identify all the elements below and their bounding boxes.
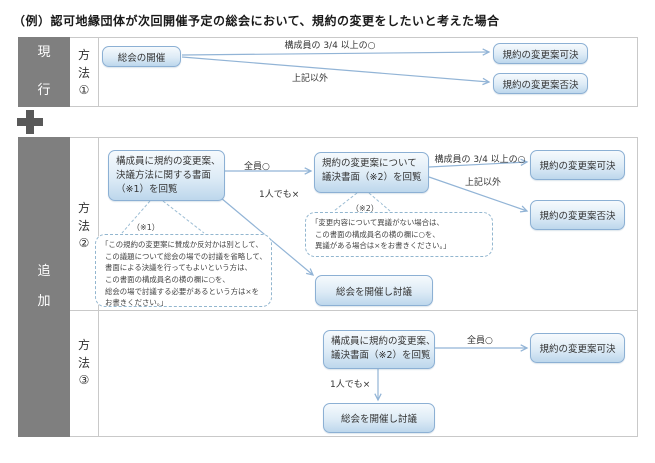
- method-2-label: 方法 ②: [70, 194, 98, 256]
- m2-discuss-box: 総会を開催し討議: [315, 275, 433, 306]
- added-row-label: 追加: [18, 137, 70, 437]
- current-row-label-text: 現行: [37, 45, 51, 98]
- current-row-divider: [98, 37, 99, 107]
- method-2-3-divider: [70, 310, 638, 311]
- method-3-number: ③: [78, 372, 90, 387]
- m2-reject-box: 規約の変更案否決: [530, 200, 625, 230]
- m2-note2-tag: （※2）: [349, 203, 381, 214]
- method-1-label-text: 方法: [77, 47, 90, 80]
- m2-condition-one-no: 1人でも×: [259, 190, 300, 200]
- m2-note2-callout: 「変更内容について異議がない場合は、 この書面の構成員名の横の欄に○を、 異議が…: [305, 212, 493, 257]
- m3-condition-all-ok: 全員○: [467, 336, 493, 346]
- m3-approve-box: 規約の変更案可決: [530, 333, 625, 363]
- method-3-label: 方法 ③: [70, 331, 98, 393]
- m1-condition-approve: 構成員の 3/4 以上の○: [284, 41, 376, 51]
- method-1-label: 方法 ①: [70, 44, 98, 100]
- m1-start-box: 総会の開催: [102, 46, 181, 67]
- method-2-number: ②: [78, 235, 90, 250]
- method-2-label-text: 方法: [77, 200, 90, 233]
- m1-approve-box: 規約の変更案可決: [493, 43, 588, 64]
- m1-condition-reject: 上記以外: [291, 74, 328, 84]
- current-row-label: 現行: [18, 37, 70, 107]
- m2-note1-tag: （※1）: [130, 222, 162, 233]
- m2-approve-box: 規約の変更案可決: [530, 150, 625, 180]
- m2-start-box: 構成員に規約の変更案、 決議方法に関する書面 （※1）を回覧: [108, 150, 225, 201]
- m2-condition-approve: 構成員の 3/4 以上の○: [434, 155, 526, 165]
- m3-discuss-box: 総会を開催し討議: [323, 403, 435, 433]
- method-3-label-text: 方法: [77, 337, 90, 370]
- method-1-number: ①: [78, 82, 90, 97]
- plus-icon: [17, 110, 43, 134]
- m2-review-box: 規約の変更案について 議決書面（※2）を回覧: [314, 152, 429, 193]
- m2-condition-all-ok: 全員○: [244, 162, 270, 172]
- added-row-label-text: 追加: [37, 264, 51, 309]
- m3-condition-one-no: 1人でも×: [330, 380, 371, 390]
- m2-note1-callout: 「この規約の変更案に賛成か反対かは別として、 この議題について総会の場での討議を…: [95, 234, 272, 307]
- m3-start-box: 構成員に規約の変更案、 議決書面（※2）を回覧: [323, 330, 436, 369]
- m2-condition-reject: 上記以外: [464, 178, 501, 188]
- m1-reject-box: 規約の変更案否決: [493, 73, 588, 94]
- diagram-title: （例）認可地縁団体が次回開催予定の総会において、規約の変更をしたいと考えた場合: [13, 14, 500, 28]
